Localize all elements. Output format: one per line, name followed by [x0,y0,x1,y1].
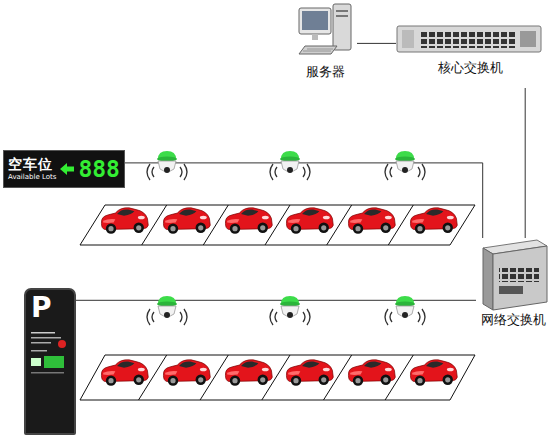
display-count: 888 [78,156,120,182]
server-icon [295,2,355,64]
network-switch-node: 网络交换机 [476,238,550,336]
guidance-kiosk: P [24,288,76,435]
node-label: 服务器 [306,64,345,80]
switch-icon [477,238,549,312]
led-display: 空车位Available Lots 888 [3,150,125,188]
display-title: 空车位 [8,156,53,173]
network-cable [125,163,483,238]
display-caption: 空车位Available Lots [8,156,56,182]
parking-sign: P [31,293,52,323]
arrow-symbol [59,162,75,176]
node-label: 网络交换机 [481,312,546,328]
switch-icon [396,24,544,54]
core-switch-node: 核心交换机 [396,24,548,88]
network-cable [525,88,526,238]
cars [101,208,457,386]
node-label: 核心交换机 [438,60,503,76]
network-cable [76,300,476,301]
sensors [147,151,425,325]
network-cable [357,43,396,44]
parking-row [80,205,475,400]
display-subtitle: Available Lots [8,173,56,182]
server-node: 服务器 [293,2,357,94]
